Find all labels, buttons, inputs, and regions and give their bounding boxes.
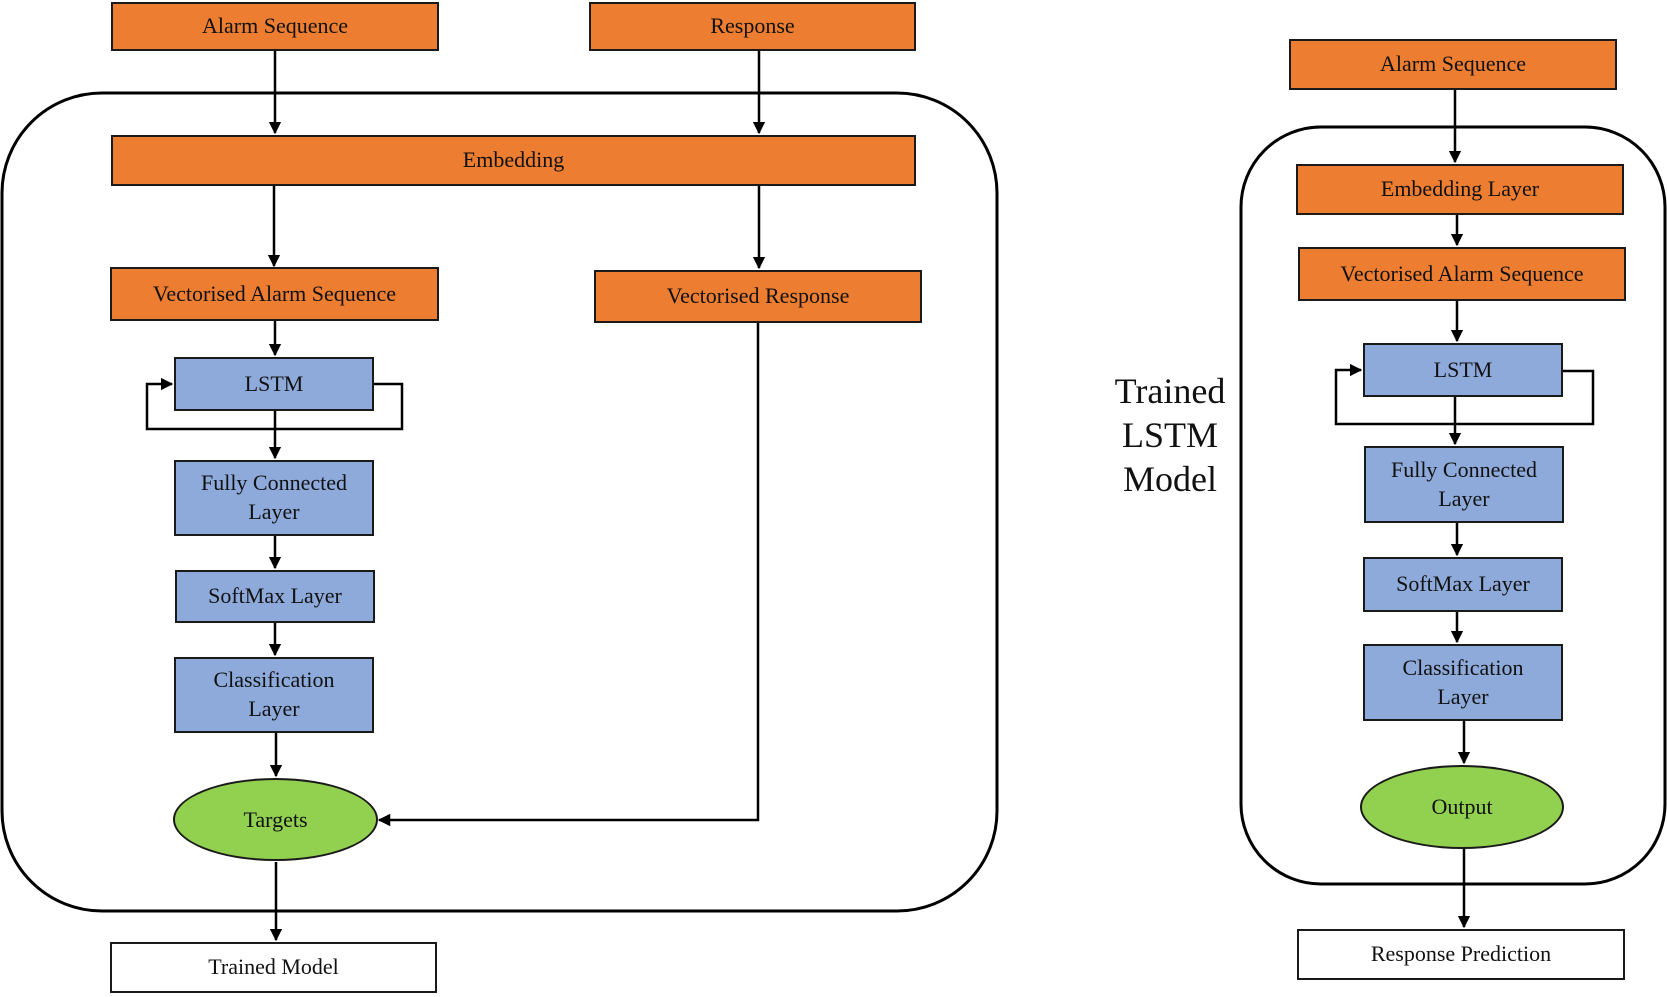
inference-embedding-layer-label: Embedding Layer [1380, 176, 1540, 202]
response-prediction-box: Response Prediction [1297, 929, 1625, 980]
training-lstm-label: LSTM [244, 370, 304, 396]
inference-fully-connected-line1: Fully Connected [1390, 456, 1538, 482]
inference-embedding-layer-box: Embedding Layer [1296, 164, 1624, 215]
training-response-label: Response [710, 13, 795, 39]
training-softmax-box: SoftMax Layer [175, 570, 375, 623]
inference-vectorised-alarm-sequence-box: Vectorised Alarm Sequence [1298, 247, 1626, 301]
inference-alarm-sequence-box: Alarm Sequence [1289, 39, 1617, 90]
inf-lstm-recurrent-loop [1334, 363, 1595, 426]
embedding-box: Embedding [111, 135, 916, 186]
training-fully-connected-box: Fully Connected Layer [174, 460, 374, 536]
training-response-box: Response [589, 2, 916, 51]
embedding-label: Embedding [462, 147, 565, 173]
training-classification-box: Classification Layer [174, 657, 374, 733]
training-softmax-label: SoftMax Layer [208, 583, 342, 609]
inference-classification-line1: Classification [1402, 654, 1524, 680]
training-fully-connected-line2: Layer [248, 499, 300, 524]
training-fully-connected-line1: Fully Connected [200, 470, 348, 496]
trained-lstm-model-caption: Trained LSTM Model [1100, 370, 1240, 502]
training-alarm-sequence-label: Alarm Sequence [202, 13, 348, 39]
vectorised-response-label: Vectorised Response [666, 283, 850, 309]
arrow-vectorised-response-to-targets [377, 322, 760, 827]
training-vectorised-alarm-sequence-label: Vectorised Alarm Sequence [152, 280, 397, 306]
inference-softmax-box: SoftMax Layer [1363, 557, 1563, 612]
inference-softmax-label: SoftMax Layer [1396, 571, 1530, 597]
inference-fully-connected-line2: Layer [1438, 485, 1490, 511]
targets-label: Targets [243, 806, 308, 832]
trained-model-box: Trained Model [110, 942, 437, 993]
vectorised-response-box: Vectorised Response [594, 270, 922, 323]
inference-alarm-sequence-label: Alarm Sequence [1380, 51, 1526, 77]
targets-oval: Targets [173, 778, 378, 861]
inference-fully-connected-box: Fully Connected Layer [1364, 446, 1564, 523]
training-classification-line2: Layer [248, 696, 300, 721]
inference-vectorised-alarm-sequence-label: Vectorised Alarm Sequence [1340, 260, 1584, 286]
output-label: Output [1431, 794, 1493, 819]
response-prediction-label: Response Prediction [1370, 941, 1552, 967]
caption-line-1: Trained [1114, 371, 1226, 411]
training-lstm-box: LSTM [174, 357, 374, 411]
inference-lstm-box: LSTM [1363, 343, 1563, 397]
training-vectorised-alarm-sequence-box: Vectorised Alarm Sequence [110, 267, 439, 321]
inference-model-container [1239, 125, 1667, 886]
caption-line-3: Model [1123, 458, 1217, 499]
training-model-container [0, 91, 999, 913]
trained-model-label: Trained Model [208, 954, 339, 980]
output-oval: Output [1360, 765, 1564, 849]
training-classification-line1: Classification [213, 667, 335, 693]
inference-lstm-label: LSTM [1433, 356, 1493, 382]
inference-classification-box: Classification Layer [1363, 644, 1563, 721]
caption-line-2: LSTM [1121, 414, 1218, 455]
training-alarm-sequence-box: Alarm Sequence [111, 2, 439, 51]
inference-classification-line2: Layer [1437, 683, 1489, 709]
